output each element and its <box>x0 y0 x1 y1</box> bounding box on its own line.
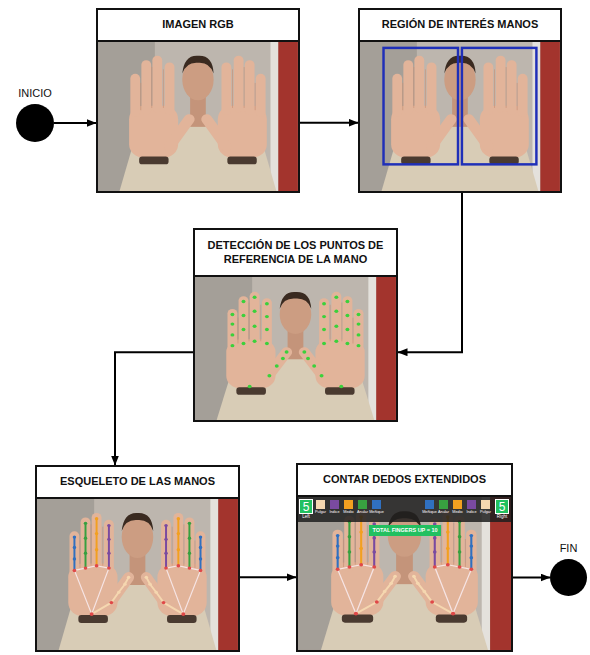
flow-arrow <box>240 576 296 578</box>
process-panel: CONTAR DEDOS EXTENDIDOS <box>296 463 513 652</box>
flow-arrow <box>115 352 193 465</box>
process-panel: ESQUELETO DE LAS MANOS <box>35 465 240 652</box>
terminal-circle: INICIO <box>16 104 54 142</box>
finger-name: Pulgar <box>478 510 493 515</box>
panel-title: DETECCIÓN DE LOS PUNTOS DE REFERENCIA DE… <box>199 239 392 267</box>
roi-box <box>462 48 536 164</box>
panel-title-bar: DETECCIÓN DE LOS PUNTOS DE REFERENCIA DE… <box>195 230 396 277</box>
panel-title: IMAGEN RGB <box>162 18 234 32</box>
panel-title-bar: ESQUELETO DE LAS MANOS <box>37 467 238 499</box>
landmark-photo <box>195 277 396 420</box>
process-panel: DETECCIÓN DE LOS PUNTOS DE REFERENCIA DE… <box>193 228 398 422</box>
rgb-photo <box>98 40 298 191</box>
finger-name: Anular <box>355 510 370 515</box>
finger-name: Pulgar <box>313 510 328 515</box>
flow-arrow <box>398 193 462 352</box>
process-panel: IMAGEN RGB <box>96 8 300 193</box>
total-count: TOTAL FINGERS UP = 10 <box>369 525 440 536</box>
finger-name: Meñique <box>422 510 437 515</box>
panel-title-bar: CONTAR DEDOS EXTENDIDOS <box>298 465 511 497</box>
roi-box <box>384 48 458 164</box>
flow-arrow <box>513 577 550 579</box>
count-photo <box>298 495 511 650</box>
finger-swatches <box>316 500 490 509</box>
panel-title-bar: REGIÓN DE INTERÉS MANOS <box>360 10 560 42</box>
flow-arrow <box>54 122 96 124</box>
count-band <box>298 497 511 522</box>
finger-name: Índice <box>327 510 342 515</box>
count-number: 5 <box>299 499 313 514</box>
panel-title: REGIÓN DE INTERÉS MANOS <box>382 18 538 32</box>
roi-photo <box>360 40 560 191</box>
panel-title-bar: IMAGEN RGB <box>98 10 298 42</box>
finger-name: Medio <box>341 510 356 515</box>
panel-title: CONTAR DEDOS EXTENDIDOS <box>323 473 486 487</box>
terminal-circle: FIN <box>550 559 587 596</box>
flow-arrow <box>300 122 358 124</box>
panel-title: ESQUELETO DE LAS MANOS <box>60 475 215 489</box>
finger-name: Índice <box>464 510 479 515</box>
skeleton-photo <box>37 497 238 650</box>
process-panel: REGIÓN DE INTERÉS MANOS <box>358 8 562 193</box>
finger-name: Medio <box>450 510 465 515</box>
terminal-label: FIN <box>560 542 578 554</box>
finger-name: Anular <box>436 510 451 515</box>
terminal-label: INICIO <box>18 87 52 99</box>
count-number: 5 <box>495 499 509 514</box>
hand-side: Left <box>296 514 316 520</box>
finger-name: Meñique <box>369 510 384 515</box>
hand-side: Right <box>492 514 512 520</box>
